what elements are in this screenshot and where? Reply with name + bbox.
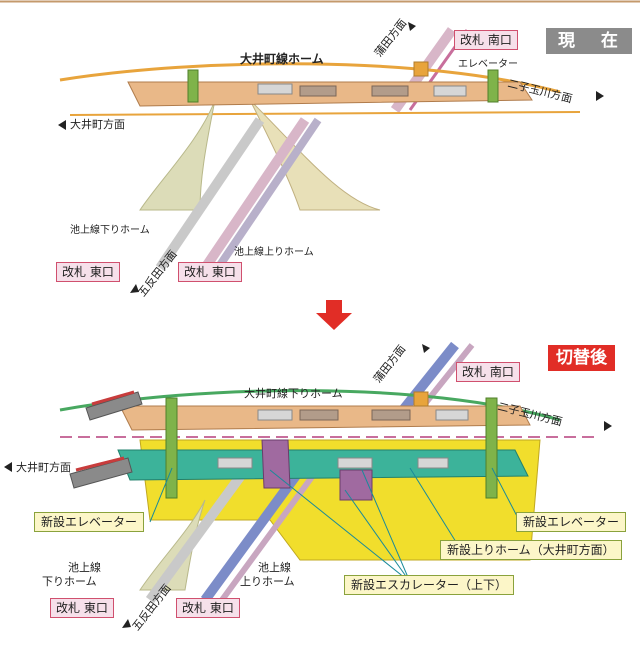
current-gate-south: 改札 南口 — [454, 30, 518, 50]
after-ikegami-down-1: 池上線 — [68, 561, 101, 574]
current-platform-title: 大井町線ホーム — [240, 52, 324, 66]
after-badge: 切替後 — [548, 345, 615, 371]
after-new-elevator-right: 新設エレベーター — [516, 512, 627, 532]
current-elevator-label: エレベーター — [458, 59, 518, 70]
after-diagram — [4, 341, 612, 628]
after-new-escalator: 新設エスカレーター（上下） — [344, 575, 515, 595]
current-badge: 現 在 — [546, 28, 632, 54]
after-gate-east-2: 改札 東口 — [176, 598, 240, 618]
current-dir-oimachi: 大井町方面 — [70, 118, 125, 131]
current-gate-east-1: 改札 東口 — [56, 262, 120, 282]
after-dir-oimachi: 大井町方面 — [16, 461, 71, 474]
switch-arrow — [316, 300, 352, 330]
after-gate-south: 改札 南口 — [456, 362, 520, 382]
current-ikegami-up: 池上線上りホーム — [234, 247, 314, 258]
after-gate-east-1: 改札 東口 — [50, 598, 114, 618]
current-ikegami-down: 池上線下りホーム — [70, 225, 150, 236]
after-ikegami-up-1: 池上線 — [258, 561, 291, 574]
current-diagram — [58, 22, 604, 293]
after-ikegami-up-2: 上りホーム — [240, 575, 295, 588]
after-new-elevator-left: 新設エレベーター — [34, 512, 145, 532]
after-new-up-platform: 新設上りホーム（大井町方面） — [440, 540, 622, 560]
current-gate-east-2: 改札 東口 — [178, 262, 242, 282]
after-ikegami-down-2: 下りホーム — [42, 575, 97, 588]
after-platform-title: 大井町線下りホーム — [244, 387, 343, 400]
